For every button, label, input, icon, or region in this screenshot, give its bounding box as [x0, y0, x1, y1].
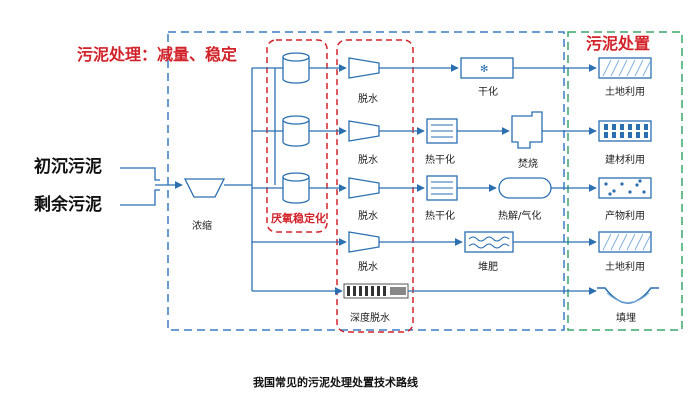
pyrolysis-icon: [498, 177, 552, 199]
anaerobic-group-frame: [266, 39, 328, 233]
composting-icon: [464, 231, 514, 253]
dewater-icon-4: [348, 231, 380, 253]
thermal-drying-icon-2: [426, 175, 458, 201]
dewater-label-2: 脱水: [358, 153, 378, 166]
drying-unit-icon: ✻: [460, 57, 514, 79]
landfill-icon: [597, 287, 659, 304]
incinerator-icon: [511, 111, 543, 149]
disposal-label-3: 产物利用: [605, 209, 645, 222]
dewater-icon-3: [348, 177, 380, 199]
thermal-drying-label-1: 热干化: [425, 153, 455, 166]
digester-icon-2: [282, 115, 310, 147]
treatment-frame: [167, 31, 565, 331]
land-use-icon-1: [598, 57, 652, 79]
excess-inflow-line: [120, 189, 160, 206]
product-use-icon: [598, 177, 652, 199]
svg-text:✻: ✻: [480, 64, 488, 75]
digester-icon-3: [282, 172, 310, 204]
digester-icon-1: [282, 52, 310, 84]
composting-label: 堆肥: [478, 261, 498, 273]
thickener-icon: [183, 178, 226, 198]
thermal-drying-icon-1: [426, 118, 458, 144]
primary-sludge-label: 初沉污泥: [34, 156, 102, 177]
disposal-frame: [567, 31, 683, 331]
process-title: 污泥处理：减量、稳定: [77, 45, 237, 64]
dewater-label-1: 脱水: [358, 92, 378, 105]
disposal-label-4: 土地利用: [605, 260, 645, 273]
primary-inflow-line: [120, 167, 160, 181]
dewater-label-4: 脱水: [358, 260, 378, 273]
disposal-title: 污泥处置: [586, 34, 650, 53]
anaerobic-label: 厌氧稳定化: [271, 211, 326, 225]
deep-dewater-press-icon: [343, 283, 409, 299]
thickening-label: 浓缩: [192, 219, 212, 232]
figure-caption: 我国常见的污泥处理处置技术路线: [253, 375, 418, 389]
thermal-drying-label-2: 热干化: [425, 209, 455, 222]
land-use-icon-2: [598, 231, 652, 253]
building-material-icon: [598, 120, 652, 142]
excess-sludge-label: 剩余污泥: [34, 194, 102, 215]
incineration-label: 焚烧: [518, 157, 538, 170]
disposal-label-1: 土地利用: [605, 85, 645, 98]
disposal-label-5: 填埋: [616, 311, 636, 324]
drying-label: 干化: [478, 85, 498, 98]
dewater-icon-2: [348, 120, 380, 142]
disposal-label-2: 建材利用: [605, 153, 645, 166]
dewater-icon-1: [348, 57, 380, 79]
pyrolysis-label: 热解/气化: [498, 209, 541, 222]
dewater-label-3: 脱水: [358, 209, 378, 222]
deep-dewater-label: 深度脱水: [350, 311, 390, 324]
